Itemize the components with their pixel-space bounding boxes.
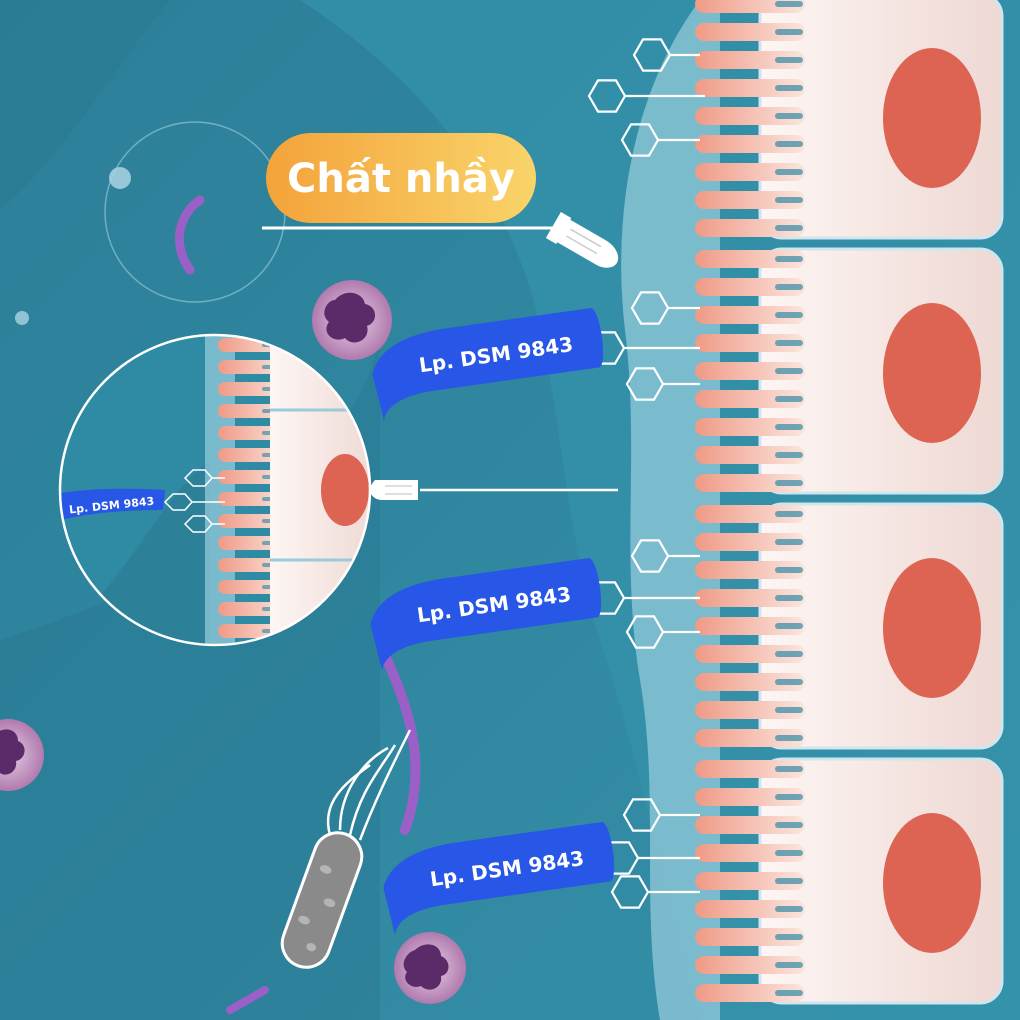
microvillus [695, 51, 805, 69]
neutrophil-cell [394, 932, 466, 1004]
receptor-hexagon [630, 291, 700, 325]
zoom-inset: Lp. DSM 9843 [58, 333, 372, 647]
microvillus [695, 79, 805, 97]
cell-nucleus [883, 303, 981, 443]
microvillus [695, 928, 805, 946]
particle [15, 311, 29, 325]
microvillus [695, 362, 805, 380]
microvillus [695, 701, 805, 719]
microvillus [695, 872, 805, 890]
microvillus [695, 760, 805, 778]
microvillus [695, 219, 805, 237]
cell-nucleus [883, 48, 981, 188]
cell-nucleus [883, 558, 981, 698]
microvillus [695, 163, 805, 181]
microvillus [695, 135, 805, 153]
purple-rod-bacterium [174, 195, 205, 275]
receptor-hexagon [625, 615, 700, 649]
rod-bacterium [280, 729, 412, 969]
hand-pointer-icon [370, 480, 418, 500]
microvillus [695, 505, 805, 523]
microvillus [695, 107, 805, 125]
receptor-hexagon [620, 123, 700, 157]
microvillus [695, 673, 805, 691]
cell-nucleus [883, 813, 981, 953]
purple-rod-bacterium [380, 650, 421, 835]
neutrophil-cell [312, 280, 392, 360]
microvillus [695, 729, 805, 747]
receptor-hexagon [632, 38, 700, 72]
microvillus [695, 278, 805, 296]
microvillus [695, 250, 805, 268]
epithelial-cell [695, 757, 1004, 1005]
microvillus [695, 589, 805, 607]
title-label: Chất nhầy [287, 156, 515, 202]
receptor-hexagon [610, 875, 700, 909]
receptor-hexagon [622, 798, 700, 832]
microvillus [695, 984, 805, 1002]
mucus-layer [621, 0, 720, 1020]
microvillus [695, 418, 805, 436]
lumen-wave [0, 0, 170, 210]
bacteria-label-band: Lp. DSM 9843 [372, 308, 604, 421]
bacteria-label-band: Lp. DSM 9843 [370, 558, 602, 671]
microvillus [695, 334, 805, 352]
microvillus [695, 645, 805, 663]
microvillus [695, 23, 805, 41]
microvillus [695, 617, 805, 635]
epithelial-cell [695, 502, 1004, 750]
receptor-hexagon [587, 79, 705, 113]
purple-rod-bacterium [226, 986, 269, 1014]
epithelial-cell [695, 247, 1004, 495]
microvillus [695, 816, 805, 834]
microvillus [695, 191, 805, 209]
receptor-hexagon [625, 367, 700, 401]
neutrophil-cell [0, 719, 44, 791]
bacteria-label-band: Lp. DSM 9843 [383, 822, 615, 935]
microvillus [695, 900, 805, 918]
microvillus [695, 956, 805, 974]
hand-pointer-icon [545, 212, 619, 268]
microvillus [695, 533, 805, 551]
receptor-hexagons [586, 38, 705, 909]
zoom-receptor-hexagons [163, 469, 225, 533]
microvillus [695, 788, 805, 806]
microvillus [695, 561, 805, 579]
microvillus [695, 844, 805, 862]
receptor-hexagon [630, 539, 700, 573]
microvillus [695, 446, 805, 464]
epithelial-cells [695, 0, 1004, 1005]
microvillus [695, 306, 805, 324]
microvillus [695, 390, 805, 408]
epithelial-cell [695, 0, 1004, 240]
title-pill: Chất nhầy [266, 133, 536, 223]
microvillus [695, 474, 805, 492]
